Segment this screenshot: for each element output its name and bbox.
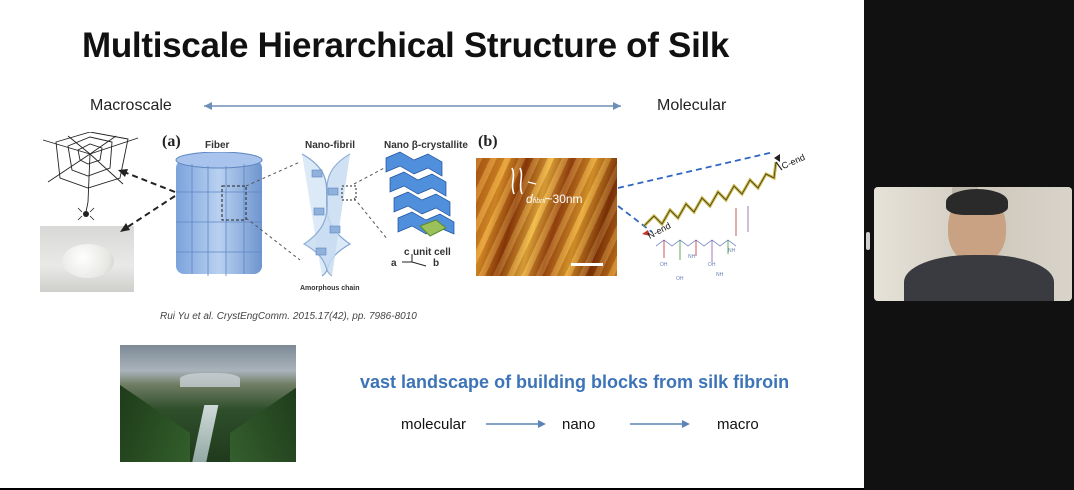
flow-arrow-1 [486, 420, 546, 428]
spider-web-icon [42, 132, 139, 221]
nanofibril-label: Nano-fibril [305, 140, 355, 151]
zoom-lines-b [353, 165, 389, 241]
scale-bar [571, 263, 603, 266]
citation-text: Rui Yu et al. CrystEngComm. 2015.17(42),… [160, 311, 417, 322]
axis-b-label: b [433, 258, 440, 269]
fibril-value-label: ~30nm [545, 192, 583, 206]
svg-text:OH: OH [708, 262, 716, 268]
person-body [904, 255, 1054, 301]
cocoon-image [40, 226, 134, 292]
fiber-diagram [175, 152, 263, 276]
fibril-sub-label: fibril [532, 198, 546, 205]
slide-title: Multiscale Hierarchical Structure of Sil… [82, 26, 730, 65]
svg-text:NH: NH [728, 248, 736, 254]
tagline-text: vast landscape of building blocks from s… [360, 372, 790, 392]
crystallite-diagram [385, 151, 455, 237]
flow-nano: nano [562, 416, 596, 433]
panel-a-label: (a) [162, 133, 181, 150]
flow-macro: macro [717, 416, 759, 433]
scale-double-arrow [204, 102, 621, 110]
molecular-label: Molecular [657, 97, 727, 114]
svg-text:OH: OH [676, 276, 684, 282]
macro-dashed-arrows [118, 169, 176, 232]
fibril-d-label: d [526, 192, 533, 206]
slide: Multiscale Hierarchical Structure of Sil… [0, 0, 864, 488]
macroscale-label: Macroscale [90, 97, 172, 114]
amorphous-label: Amorphous chain [300, 285, 360, 292]
axes-arrows [402, 254, 427, 267]
resize-handle[interactable] [866, 232, 870, 250]
svg-text:OH: OH [660, 262, 668, 268]
panel-b-label: (b) [478, 133, 498, 150]
svg-text:NH: NH [716, 272, 724, 278]
axis-a-label: a [391, 258, 397, 269]
webcam-video[interactable] [874, 187, 1072, 301]
flow-arrow-2 [630, 420, 690, 428]
axis-c-label: c [404, 247, 410, 258]
nanofibril-diagram [301, 153, 357, 277]
afm-image: dfibril~30nm [476, 158, 617, 276]
zoom-lines-a [245, 161, 301, 261]
svg-text:NH: NH [688, 254, 696, 260]
landscape-image [120, 345, 296, 462]
crystallite-label: Nano β-crystallite [384, 140, 468, 151]
unit-cell-label: unit cell [413, 247, 451, 258]
fiber-label: Fiber [205, 140, 230, 151]
flow-molecular: molecular [401, 416, 467, 433]
